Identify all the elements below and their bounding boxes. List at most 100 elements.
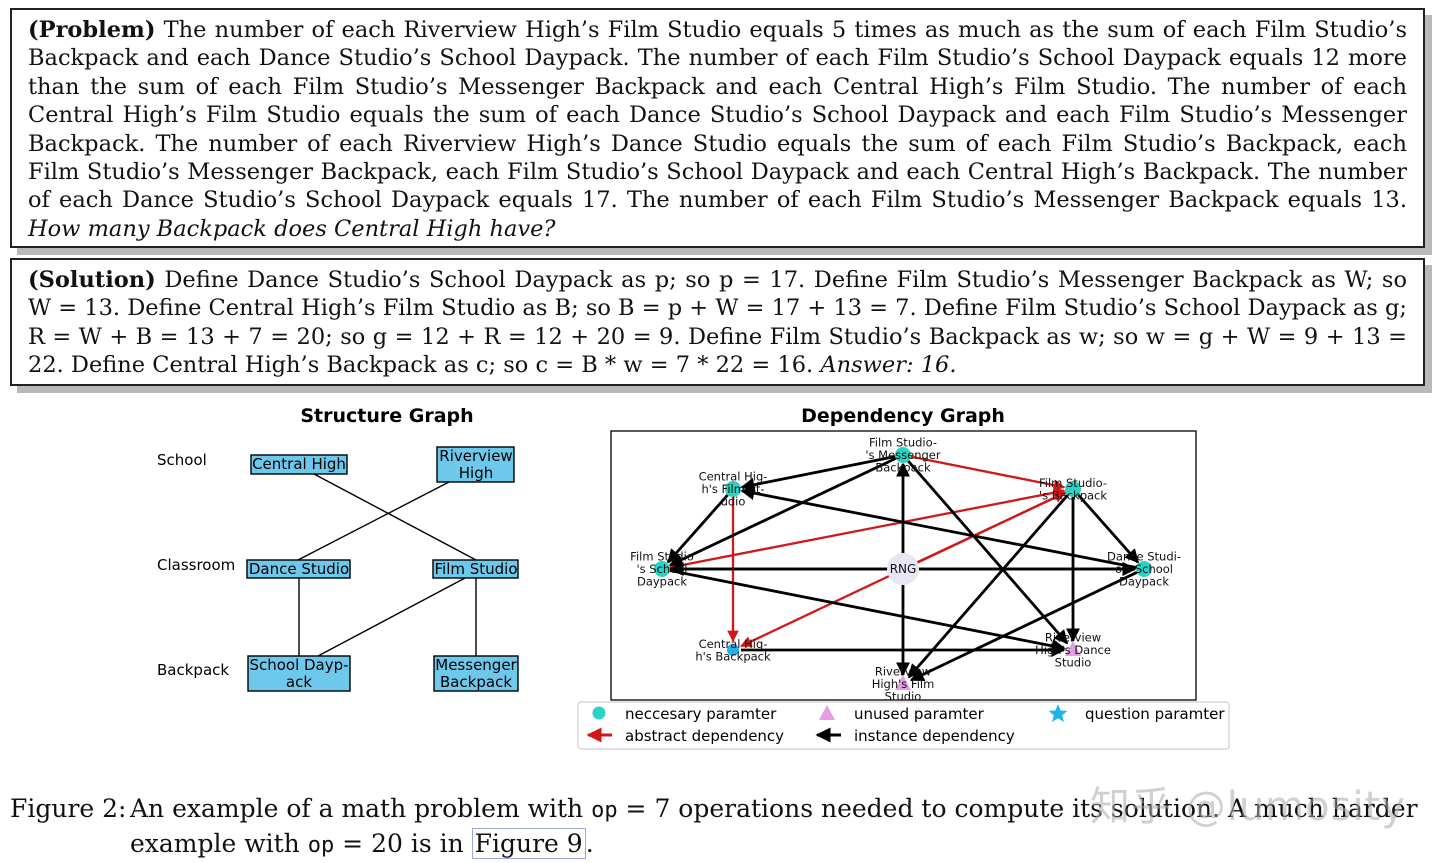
- dep-node-label: Film Studio: [630, 550, 694, 564]
- legend-unused-label: unused paramter: [854, 705, 985, 723]
- dep-node-marker: [1065, 481, 1081, 497]
- caption-text-2: = 7 operations needed to compute its sol…: [617, 794, 1418, 823]
- dependency-nodes: Film Studio-'s MessengerBackpackCentral …: [630, 436, 1181, 704]
- dep-node-marker: [1065, 641, 1081, 656]
- node-riverview-high-label-1: Riverview: [439, 447, 512, 465]
- legend-necessary-label: neccesary paramter: [625, 705, 777, 723]
- dep-node-label: Riverview: [875, 665, 931, 679]
- caption-op-1: op: [591, 798, 618, 823]
- dep-node-label: High's Dance: [1035, 643, 1111, 657]
- dependency-edge-instance: [669, 569, 1066, 653]
- caption-text-4: = 20 is in: [334, 829, 472, 858]
- dependency-edge-abstract: [669, 487, 1066, 569]
- dependency-edge-instance: [668, 457, 897, 567]
- dep-node-label: Central Hig-: [699, 470, 768, 484]
- dep-node-label: h's Backpack: [695, 649, 771, 663]
- dep-node-label: o's School: [1115, 562, 1173, 576]
- dep-node-label: Studio: [885, 690, 922, 704]
- dependency-edge-instance: [907, 460, 1069, 645]
- dep-node-marker: [895, 675, 911, 690]
- caption-text-1: An example of a math problem with: [130, 794, 592, 823]
- dependency-graph: Dependency Graph Film Studio-'s Messenge…: [577, 405, 1230, 750]
- node-film-studio: Film Studio: [432, 559, 519, 579]
- dependency-graph-frame: [610, 430, 1197, 701]
- legend-unused-marker: [819, 705, 835, 720]
- dep-node-marker: [887, 553, 919, 585]
- figure-graphs: Structure Graph School Classroom Backpac…: [157, 405, 1230, 750]
- dep-node-label: 's School: [637, 562, 688, 576]
- node-school-daypack: School Dayp- ack: [247, 655, 351, 692]
- dep-node-label: Backpack: [875, 461, 931, 475]
- problem-box: (Problem) The number of each Riverview H…: [10, 8, 1425, 248]
- dep-node-ch-film: Central Hig-h's Film St-udio: [699, 470, 768, 509]
- problem-label: (Problem): [28, 17, 156, 43]
- dep-node-label: udio: [721, 495, 746, 509]
- problem-text: The number of each Riverview High’s Film…: [28, 17, 1407, 214]
- node-central-high: Central High: [250, 454, 348, 475]
- solution-box: (Solution) Define Dance Studio’s School …: [10, 258, 1425, 386]
- structure-graph: Structure Graph School Classroom Backpac…: [157, 405, 519, 692]
- problem-question: How many Backpack does Central High have…: [28, 215, 556, 242]
- dep-node-ch-backpack: Central Hig-h's Backpack: [695, 637, 771, 664]
- node-dance-studio: Dance Studio: [246, 559, 351, 579]
- dep-node-label: 's Backpack: [1039, 488, 1107, 502]
- level-school-label: School: [157, 451, 207, 469]
- caption-end: .: [585, 829, 594, 858]
- figure-caption: Figure 2:An example of a math problem wi…: [10, 792, 1430, 862]
- dep-node-label: Film Studio-: [869, 436, 937, 450]
- node-film-studio-label: Film Studio: [434, 560, 517, 578]
- level-backpack-label: Backpack: [157, 661, 229, 679]
- caption-text-3: example with: [130, 829, 308, 858]
- legend-question-marker: [1048, 704, 1068, 722]
- dependency-edge-instance: [907, 494, 1069, 679]
- legend-instance-label: instance dependency: [854, 727, 1015, 745]
- dep-node-marker: [1136, 561, 1152, 577]
- dep-node-marker: [895, 447, 911, 463]
- dependency-edge-instance: [740, 455, 896, 492]
- dep-node-marker: [725, 481, 741, 497]
- node-riverview-high-label-2: High: [459, 464, 493, 482]
- level-classroom-label: Classroom: [157, 556, 235, 574]
- solution-label: (Solution): [28, 267, 156, 293]
- dep-node-label: Studio: [1055, 656, 1092, 670]
- dependency-edge-instance: [1077, 494, 1140, 564]
- dep-node-marker: [727, 644, 739, 656]
- dep-node-label: Film Studio-: [1039, 476, 1107, 490]
- node-messenger-backpack-label-2: Backpack: [440, 673, 512, 691]
- node-school-daypack-label-2: ack: [286, 673, 312, 691]
- watermark: 知乎 @lumosity: [1090, 784, 1406, 830]
- caption-op-2: op: [307, 833, 335, 858]
- dep-node-label: h's Film St-: [701, 482, 764, 496]
- dependency-edge-instance: [666, 494, 729, 564]
- node-messenger-backpack: Messenger Backpack: [433, 655, 519, 692]
- node-riverview-high: Riverview High: [436, 446, 515, 483]
- dep-node-label: RNG: [890, 562, 917, 576]
- dep-node-label: Riverview: [1045, 631, 1101, 645]
- legend: neccesary paramter unused paramter quest…: [577, 701, 1230, 750]
- node-messenger-backpack-label-1: Messenger: [435, 656, 517, 674]
- node-school-daypack-label-1: School Dayp-: [249, 656, 348, 674]
- legend-necessary-marker: [592, 706, 606, 720]
- dependency-edge-abstract: [910, 455, 1066, 491]
- dep-node-rng: RNG: [887, 553, 919, 585]
- dep-node-fs-backpack: Film Studio-'s Backpack: [1039, 476, 1107, 503]
- dep-node-label: Dance Studi-: [1107, 550, 1181, 564]
- dep-node-label: Daypack: [637, 575, 687, 589]
- legend-abstract-label: abstract dependency: [625, 727, 784, 745]
- solution-text: Define Dance Studio’s School Daypack as …: [28, 267, 1407, 379]
- dependency-graph-title: Dependency Graph: [801, 405, 1005, 427]
- figure-9-link[interactable]: Figure 9: [471, 828, 586, 859]
- dep-node-label: Daypack: [1119, 575, 1169, 589]
- dep-node-label: Central Hig-: [699, 637, 768, 651]
- dep-node-label: High's Film: [872, 677, 935, 691]
- dep-node-label: 's Messenger: [865, 448, 941, 462]
- solution-answer: Answer: 16.: [820, 352, 957, 379]
- structure-graph-title: Structure Graph: [300, 405, 473, 427]
- caption-label: Figure 2:: [10, 794, 127, 823]
- node-dance-studio-label: Dance Studio: [249, 560, 349, 578]
